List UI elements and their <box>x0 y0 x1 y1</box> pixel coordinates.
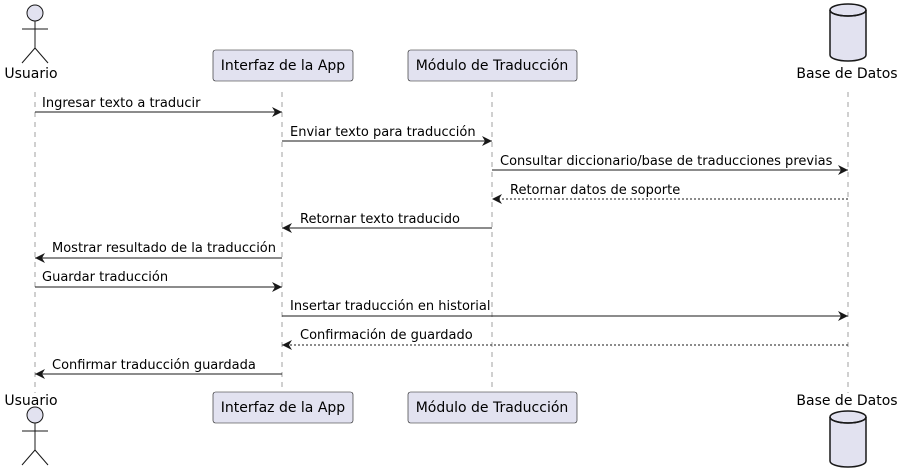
message-label: Retornar texto traducido <box>300 212 460 227</box>
message-label: Guardar traducción <box>42 270 168 285</box>
actor-stick-figure-icon <box>21 4 49 64</box>
message-label: Mostrar resultado de la traducción <box>52 241 276 256</box>
message-label: Consultar diccionario/base de traduccion… <box>500 154 833 169</box>
message-5: Retornar texto traducido <box>282 212 492 233</box>
message-label: Retornar datos de soporte <box>510 183 680 198</box>
participant-label: Interfaz de la App <box>221 58 346 74</box>
participant-box <box>212 49 354 82</box>
participant-interfaz-top: Interfaz de la App <box>212 49 354 82</box>
participant-label: Usuario <box>4 393 57 409</box>
participant-modulo-bottom: Módulo de Traducción <box>407 391 578 424</box>
database-cylinder-icon <box>829 410 867 468</box>
participant-label: Base de Datos <box>796 393 897 409</box>
message-label: Insertar traducción en historial <box>290 299 490 314</box>
participant-label: Interfaz de la App <box>221 400 346 416</box>
participant-bd-top: Base de Datos <box>796 3 898 82</box>
participant-interfaz-bottom: Interfaz de la App <box>212 391 354 424</box>
message-2: Enviar texto para traducción <box>282 125 492 146</box>
participant-bd-bottom: Base de Datos <box>796 393 898 468</box>
message-label: Confirmación de guardado <box>300 328 473 343</box>
participant-box <box>407 49 578 82</box>
participant-box <box>212 391 354 424</box>
message-10: Confirmar traducción guardada <box>35 358 282 379</box>
message-9: Confirmación de guardado <box>282 328 848 350</box>
message-1: Ingresar texto a traducir <box>35 96 282 117</box>
participant-usuario-top: Usuario <box>4 4 58 82</box>
participant-label: Módulo de Traducción <box>416 400 569 416</box>
actor-stick-figure-icon <box>21 406 49 466</box>
participant-label: Base de Datos <box>796 66 897 82</box>
message-3: Consultar diccionario/base de traduccion… <box>492 154 848 175</box>
participant-box <box>407 391 578 424</box>
message-4: Retornar datos de soporte <box>492 183 848 204</box>
message-label: Confirmar traducción guardada <box>52 358 256 373</box>
participant-modulo-top: Módulo de Traducción <box>407 49 578 82</box>
participant-usuario-bottom: Usuario <box>4 393 58 466</box>
message-7: Guardar traducción <box>35 270 282 292</box>
database-cylinder-icon <box>829 3 867 62</box>
participant-label: Usuario <box>4 66 57 82</box>
message-8: Insertar traducción en historial <box>282 299 848 321</box>
participant-label: Módulo de Traducción <box>416 58 569 74</box>
message-label: Ingresar texto a traducir <box>42 96 201 111</box>
message-6: Mostrar resultado de la traducción <box>35 241 282 263</box>
message-label: Enviar texto para traducción <box>290 125 476 140</box>
